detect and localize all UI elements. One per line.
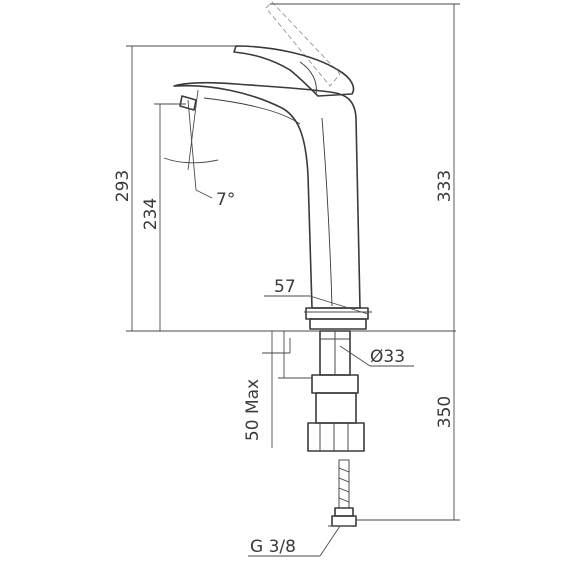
hose-fitting-nut xyxy=(331,515,357,527)
flex-hose xyxy=(338,459,350,509)
spout-inner-line xyxy=(203,97,301,125)
dimension-lines xyxy=(126,3,460,557)
under-counter-assembly xyxy=(307,330,365,527)
faucet-base-plate xyxy=(309,318,367,330)
dim-thread: G 3/8 xyxy=(250,537,296,557)
handle-lever xyxy=(233,45,355,97)
dim-total-height: 333 xyxy=(435,170,455,202)
dim-deck-thickness: 50 Max xyxy=(243,379,263,441)
aerator xyxy=(179,95,197,111)
faucet-body xyxy=(173,1,369,330)
mounting-nut-upper xyxy=(311,374,359,394)
dim-body-height: 293 xyxy=(113,170,133,202)
faucet-base-ring xyxy=(305,307,369,320)
mounting-nut-knurl xyxy=(307,422,365,452)
hose-fitting xyxy=(334,507,354,517)
dim-spout-reach: 57 xyxy=(274,277,296,297)
spout-and-body xyxy=(173,81,361,309)
handle-raised-outline xyxy=(265,1,341,87)
dim-shank-diameter: Ø33 xyxy=(370,347,405,367)
mounting-nut-body xyxy=(315,392,357,424)
flex-hose-braid xyxy=(338,467,350,503)
dim-spout-angle: 7° xyxy=(216,190,235,210)
dim-shank-length: 350 xyxy=(435,396,455,428)
body-inner-line xyxy=(321,117,333,307)
dim-spout-height: 234 xyxy=(141,198,161,230)
